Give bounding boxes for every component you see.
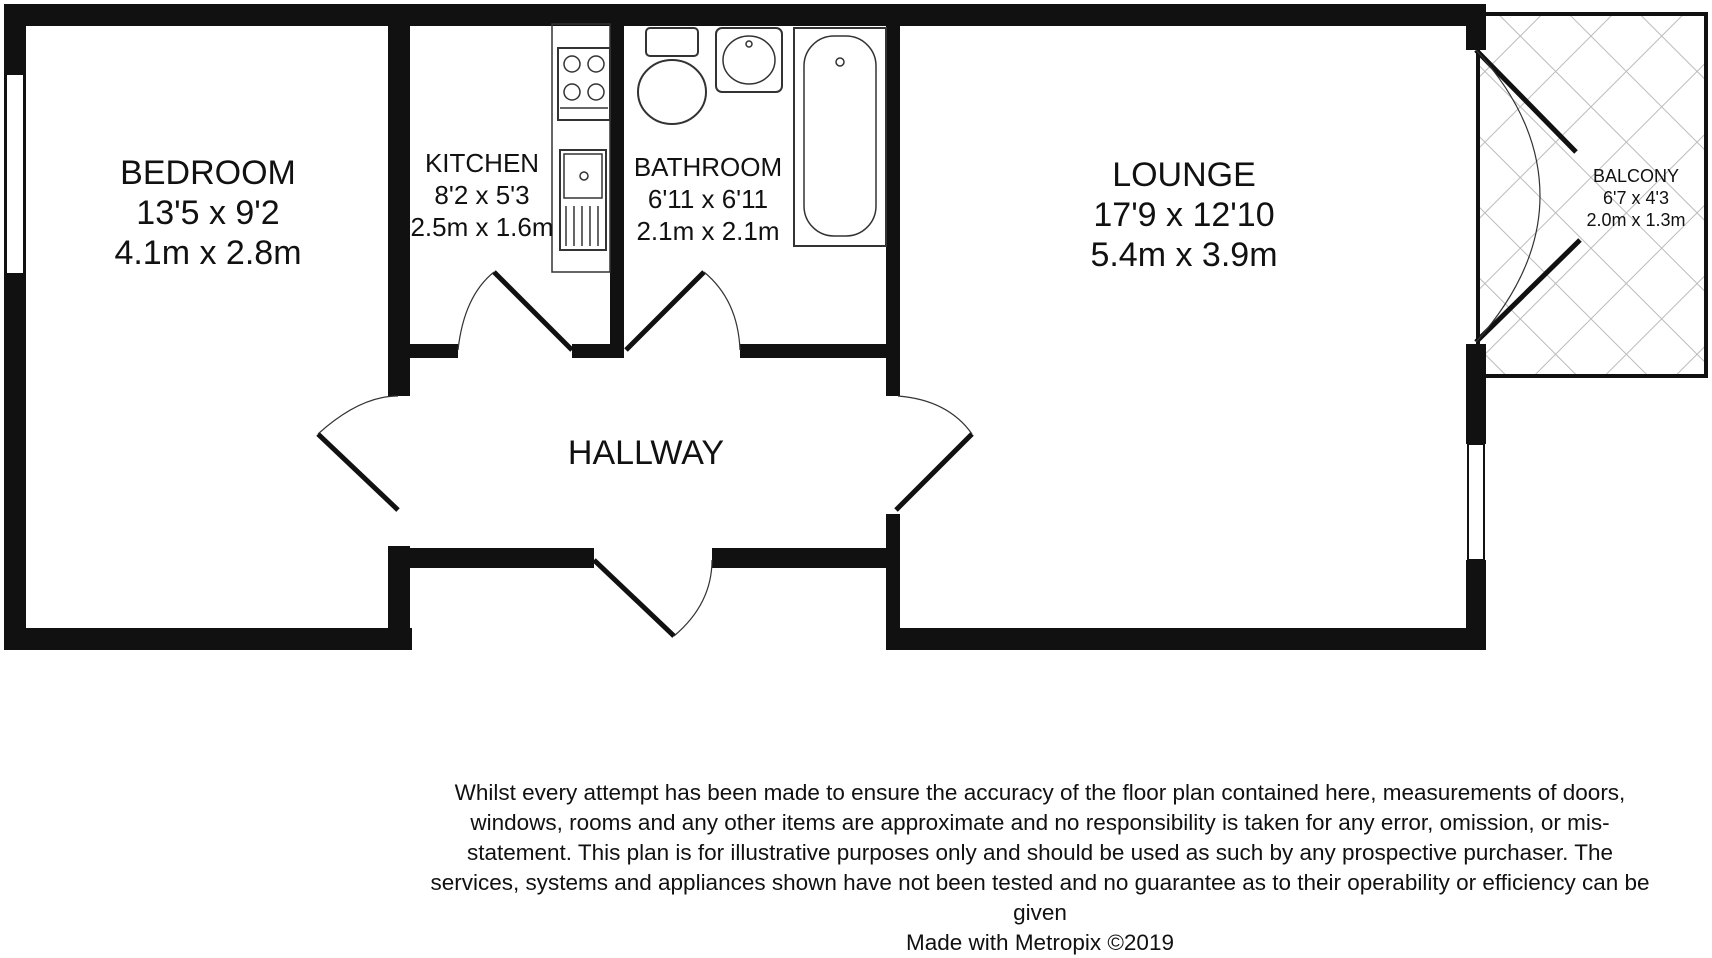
walls <box>4 4 1486 650</box>
svg-text:17'9 x 12'10: 17'9 x 12'10 <box>1093 196 1274 234</box>
disclaimer-text: Whilst every attempt has been made to en… <box>430 780 1650 925</box>
credit-text: Made with Metropix ©2019 <box>906 930 1174 955</box>
bedroom-window <box>5 73 25 275</box>
balcony-label: BALCONY 6'7 x 4'3 2.0m x 1.3m <box>1586 166 1685 230</box>
svg-text:LOUNGE: LOUNGE <box>1112 156 1256 194</box>
svg-text:6'7 x 4'3: 6'7 x 4'3 <box>1603 188 1669 208</box>
lounge-window <box>1467 443 1485 561</box>
bedroom-label: BEDROOM 13'5 x 9'2 4.1m x 2.8m <box>114 154 301 272</box>
kitchen-sink-icon <box>551 23 611 273</box>
svg-text:8'2 x 5'3: 8'2 x 5'3 <box>434 180 529 210</box>
svg-text:2.5m x 1.6m: 2.5m x 1.6m <box>410 212 553 242</box>
basin-icon <box>715 27 783 93</box>
svg-text:BATHROOM: BATHROOM <box>634 152 782 182</box>
svg-text:HALLWAY: HALLWAY <box>568 434 724 472</box>
balcony-area <box>1476 12 1708 378</box>
svg-text:BALCONY: BALCONY <box>1593 166 1679 186</box>
kitchen-label: KITCHEN 8'2 x 5'3 2.5m x 1.6m <box>410 148 553 242</box>
bathroom-label: BATHROOM 6'11 x 6'11 2.1m x 2.1m <box>634 152 782 246</box>
hallway-label: HALLWAY <box>568 434 724 472</box>
toilet-icon <box>637 27 707 125</box>
disclaimer: Whilst every attempt has been made to en… <box>420 778 1660 958</box>
windows <box>5 73 1485 561</box>
hob-icon <box>557 47 611 121</box>
svg-text:2.1m x 2.1m: 2.1m x 2.1m <box>636 216 779 246</box>
svg-text:2.0m x 1.3m: 2.0m x 1.3m <box>1586 210 1685 230</box>
doors <box>316 48 1582 638</box>
lounge-label: LOUNGE 17'9 x 12'10 5.4m x 3.9m <box>1090 156 1277 274</box>
svg-text:BEDROOM: BEDROOM <box>120 154 296 192</box>
svg-text:13'5 x 9'2: 13'5 x 9'2 <box>136 194 279 232</box>
svg-text:5.4m x 3.9m: 5.4m x 3.9m <box>1090 236 1277 274</box>
bath-icon <box>793 27 887 247</box>
svg-text:4.1m x 2.8m: 4.1m x 2.8m <box>114 234 301 272</box>
svg-text:6'11 x 6'11: 6'11 x 6'11 <box>648 184 768 214</box>
svg-text:KITCHEN: KITCHEN <box>425 148 539 178</box>
